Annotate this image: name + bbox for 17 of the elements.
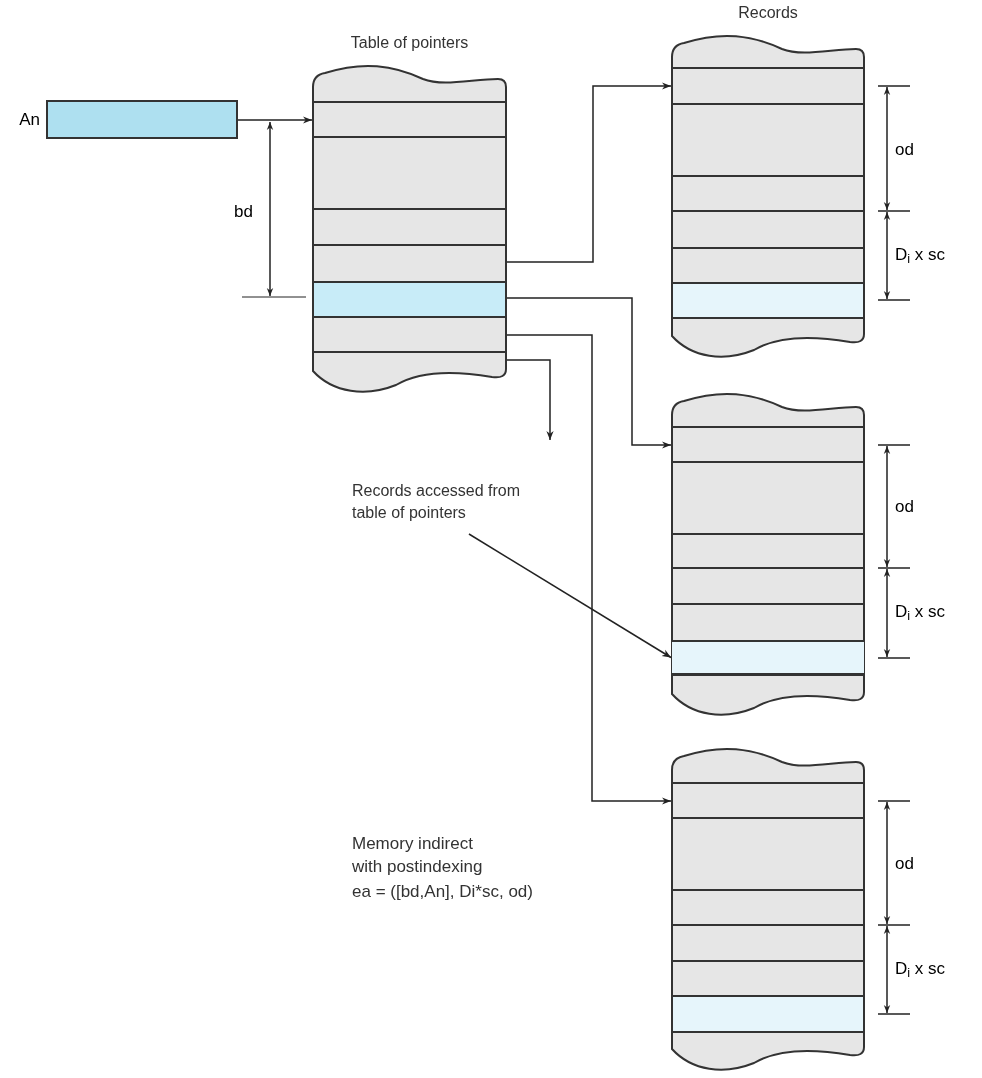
dimension-label: od bbox=[895, 496, 914, 518]
annotation-text: Records accessed from table of pointers bbox=[352, 480, 524, 524]
dimension-label: D$_{i}$ x sc bbox=[895, 244, 946, 266]
arrow bbox=[237, 116, 313, 124]
dimension-label: bd bbox=[234, 201, 253, 223]
caption-text: ea = ([bd,An], Di*sc, od) bbox=[352, 881, 533, 903]
dimension-label: D$_{i}$ x sc bbox=[895, 601, 946, 623]
block-heading: Records bbox=[737, 3, 799, 23]
register-label: An bbox=[19, 108, 40, 131]
dimension-label: od bbox=[895, 853, 914, 875]
block-heading: Table of pointers bbox=[349, 33, 470, 53]
highlighted-record-row bbox=[672, 640, 864, 675]
arrow bbox=[468, 533, 672, 659]
dimension-label: D$_{i}$ x sc bbox=[895, 958, 946, 980]
dimension-label: od bbox=[895, 139, 914, 161]
memory-block bbox=[672, 393, 864, 718]
memory-block bbox=[672, 748, 864, 1073]
